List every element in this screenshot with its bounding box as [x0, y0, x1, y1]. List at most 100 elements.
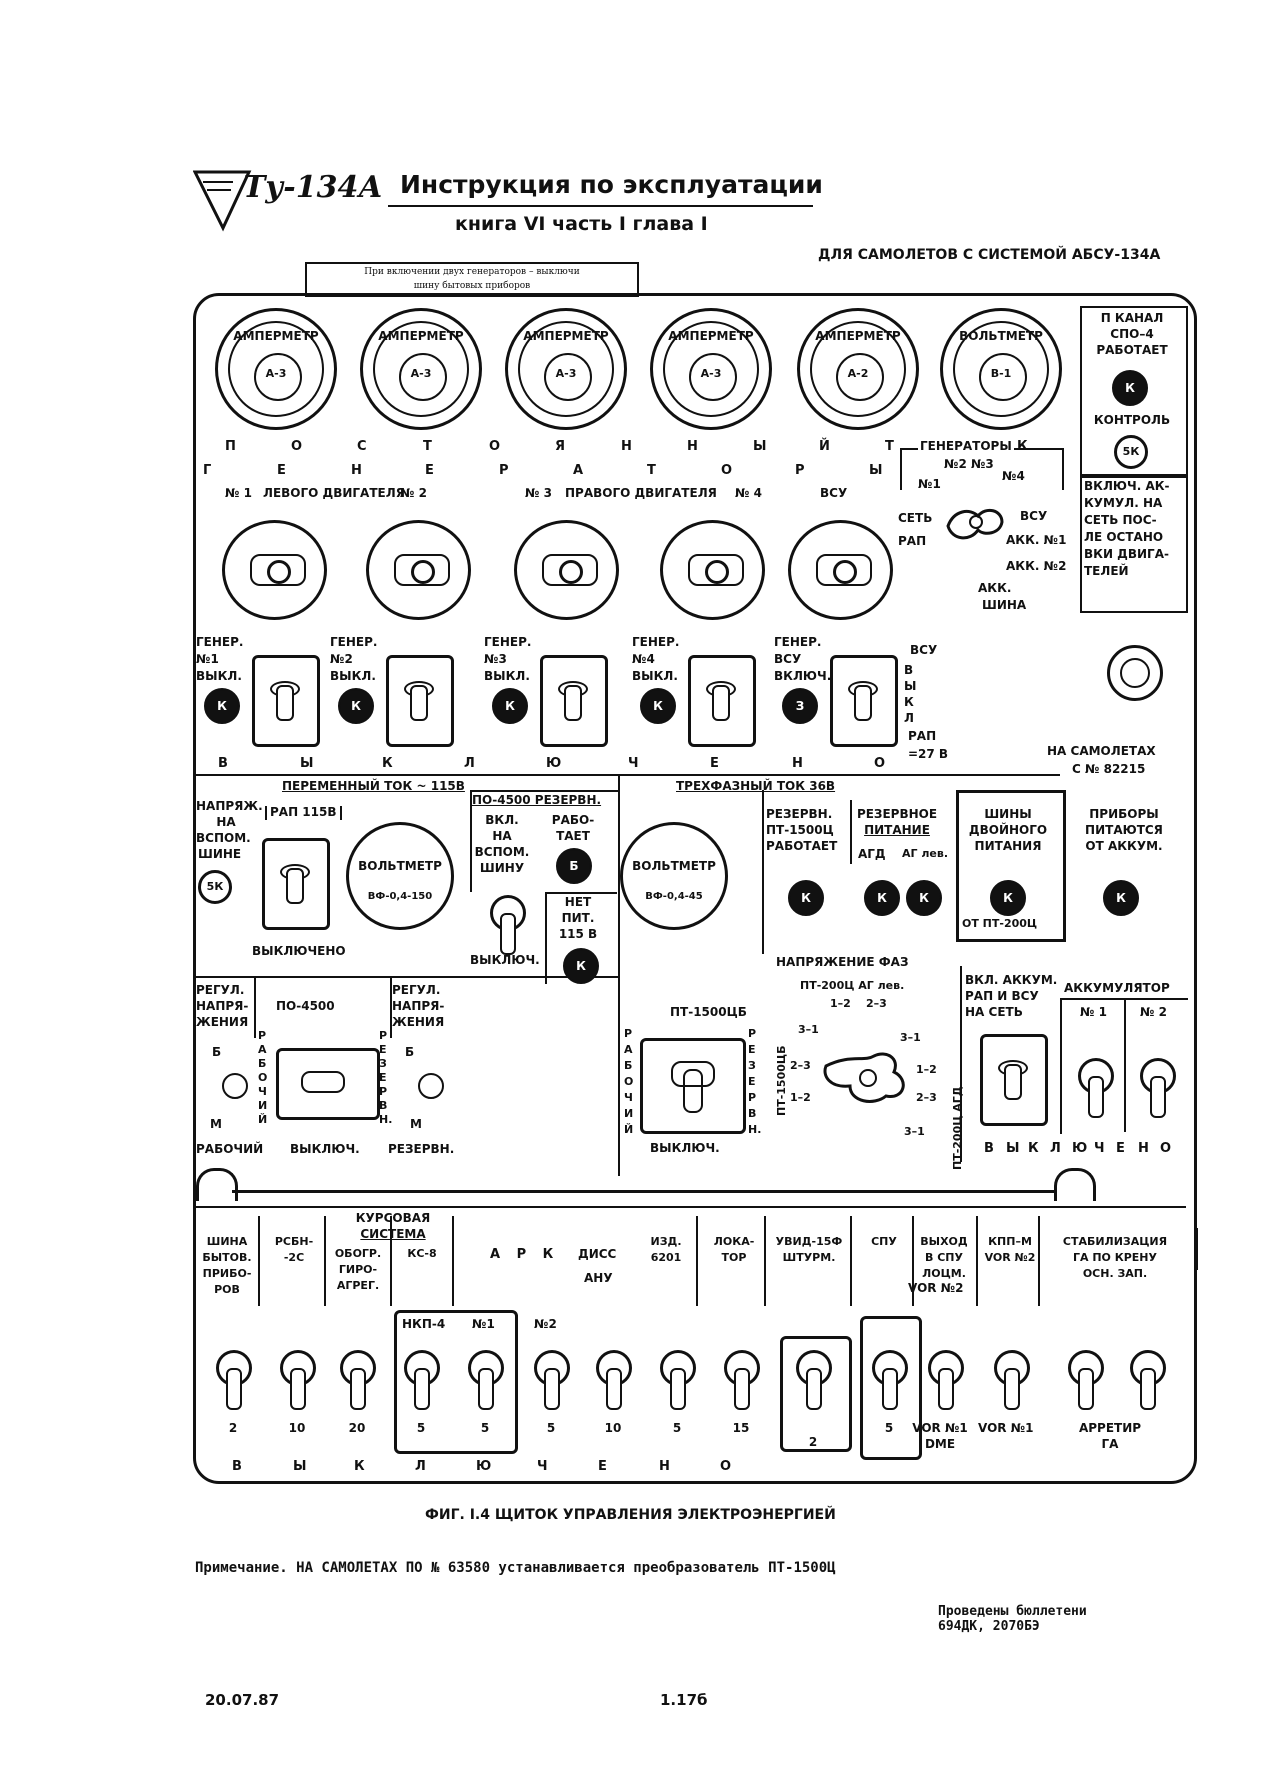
vsu-vertical-letter: К	[904, 695, 914, 709]
ark-label: А Р К	[490, 1247, 560, 1262]
reg2-screw[interactable]	[418, 1073, 444, 1099]
gen-switch-label: №4	[632, 652, 655, 666]
bottom-col-label: ТОР	[721, 1251, 747, 1264]
bottom-col-label: ЛОЦМ.	[922, 1267, 966, 1280]
rap-vsu-battery-toggle[interactable]	[980, 1034, 1048, 1126]
bottom-switch-13[interactable]	[988, 1350, 1032, 1418]
bottom-switch-8[interactable]	[654, 1350, 698, 1418]
agd-label: АГД	[858, 847, 886, 861]
warning-line-2: шину бытовых приборов	[413, 281, 531, 291]
bottom-switch-4[interactable]	[398, 1350, 442, 1418]
bottom-section-divider	[196, 1206, 1186, 1208]
bottom-col-label: ПРИБО-	[202, 1267, 252, 1280]
reg1-screw[interactable]	[222, 1073, 248, 1099]
vor1-dme-2: DME	[924, 1437, 956, 1451]
gauge-ring	[373, 321, 469, 417]
off-letter: Ч	[628, 756, 639, 771]
generator-knob-1[interactable]	[222, 520, 327, 620]
bottom-switch-1[interactable]	[210, 1350, 254, 1418]
gen-right-engine: ПРАВОГО ДВИГАТЕЛЯ	[565, 486, 717, 500]
bottom-switch-14[interactable]	[1062, 1350, 1106, 1418]
bottom-switch-15[interactable]	[1124, 1350, 1168, 1418]
reg2-2: НАПРЯ-	[392, 999, 445, 1013]
logo-text: Ту-134А	[243, 170, 383, 205]
lamp-letter: К	[505, 699, 515, 713]
aux-bus-3: ВСПОМ.	[196, 831, 251, 845]
applicability-note: ДЛЯ САМОЛЕТОВ С СИСТЕМОЙ АБСУ-134А	[818, 247, 1161, 263]
generator-selector-knob[interactable]	[940, 492, 1010, 552]
reserve-vert-letter: Н.	[379, 1113, 393, 1126]
gen-switch-label: ВЫКЛ.	[330, 669, 376, 683]
gauge-center	[254, 353, 302, 401]
off-letter: К	[382, 756, 393, 771]
footer-date: 20.07.87	[205, 1691, 280, 1709]
akk-note-box	[1080, 474, 1188, 613]
generators-title-letter: Р	[795, 463, 805, 478]
dc-title-letter: Н	[621, 439, 632, 454]
gen-switch-toggle-1[interactable]	[252, 655, 320, 747]
generators-title-letter: А	[573, 463, 584, 478]
gen-switch-label: ГЕНЕР.	[632, 635, 680, 649]
switch-value: 20	[348, 1421, 366, 1435]
off-letter: Ю	[476, 1459, 492, 1474]
selector-akk2: АКК. №2	[1006, 559, 1067, 573]
gen-switch-label: ВЫКЛ.	[484, 669, 530, 683]
gen-switch-label: ГЕНЕР.	[484, 635, 532, 649]
spo-control-button[interactable]: 5К	[1114, 435, 1148, 469]
nkp-no1: №1	[472, 1317, 495, 1331]
round-push-button[interactable]	[1107, 645, 1163, 701]
generator-knob-4[interactable]	[660, 520, 765, 620]
battery-2-switch[interactable]	[1134, 1058, 1178, 1126]
no-power-3: 115 В	[558, 927, 598, 941]
bottom-switch-6[interactable]	[528, 1350, 572, 1418]
from-pt200: ОТ ПТ-200Ц	[962, 917, 1038, 930]
bottom-switch-12[interactable]	[922, 1350, 966, 1418]
po4500-toggle[interactable]	[276, 1048, 380, 1120]
ac36-title: ТРЕХФАЗНЫЙ ТОК 36В	[676, 779, 836, 793]
gen-switch-lamp: З	[782, 688, 818, 724]
bottom-switch-9[interactable]	[718, 1350, 762, 1418]
gen-switch-toggle-3[interactable]	[540, 655, 608, 747]
gen-switch-label: №1	[196, 652, 219, 666]
bottom-switch-3[interactable]	[334, 1350, 378, 1418]
off-letter: Е	[710, 756, 719, 771]
dc-title-letter: С	[357, 439, 367, 454]
gen-switch-toggle-5[interactable]	[830, 655, 898, 747]
on-aux-switch[interactable]	[484, 895, 528, 963]
off-letter: О	[874, 756, 886, 771]
spu-box	[860, 1316, 922, 1460]
phase-selector-knob[interactable]	[820, 1040, 920, 1112]
gen-switch-toggle-2[interactable]	[386, 655, 454, 747]
kurs-2: СИСТЕМА	[360, 1227, 426, 1241]
vsu-vertical-letter: Ы	[904, 679, 917, 693]
switch-value: 5	[480, 1421, 490, 1435]
right-handle	[1054, 1168, 1096, 1201]
ac36-divider-1	[762, 790, 764, 954]
bottom-switch-10[interactable]	[790, 1350, 834, 1418]
gen-switch-toggle-4[interactable]	[688, 655, 756, 747]
working-vert-letter: Б	[258, 1057, 267, 1070]
battery-1-switch[interactable]	[1072, 1058, 1116, 1126]
vsu-vertical-letter: Л	[904, 711, 914, 725]
reg1-m: М	[210, 1117, 222, 1131]
bottom-switch-11[interactable]	[866, 1350, 910, 1418]
generator-knob-5[interactable]	[788, 520, 893, 620]
phase-31-left: 3–1	[798, 1023, 819, 1036]
reg1-3: ЖЕНИЯ	[196, 1015, 249, 1029]
aux-bus-button[interactable]: 5К	[198, 870, 232, 904]
switch-value: 5	[416, 1421, 426, 1435]
off-letter: В	[984, 1141, 994, 1156]
rap-115-toggle[interactable]	[262, 838, 330, 930]
bulletins: Проведены бюллетени 694ДК, 2070БЭ	[938, 1604, 1087, 1634]
pt1500-toggle[interactable]	[640, 1038, 746, 1134]
bottom-switch-2[interactable]	[274, 1350, 318, 1418]
generator-knob-2[interactable]	[366, 520, 471, 620]
bottom-switch-7[interactable]	[590, 1350, 634, 1418]
title-underline	[388, 205, 813, 207]
arretir-2: ГА	[1101, 1437, 1119, 1451]
bottom-switch-5[interactable]	[462, 1350, 506, 1418]
gen-switch-label: №2	[330, 652, 353, 666]
pt-working-vert-letter: Ч	[624, 1091, 633, 1104]
generator-knob-3[interactable]	[514, 520, 619, 620]
